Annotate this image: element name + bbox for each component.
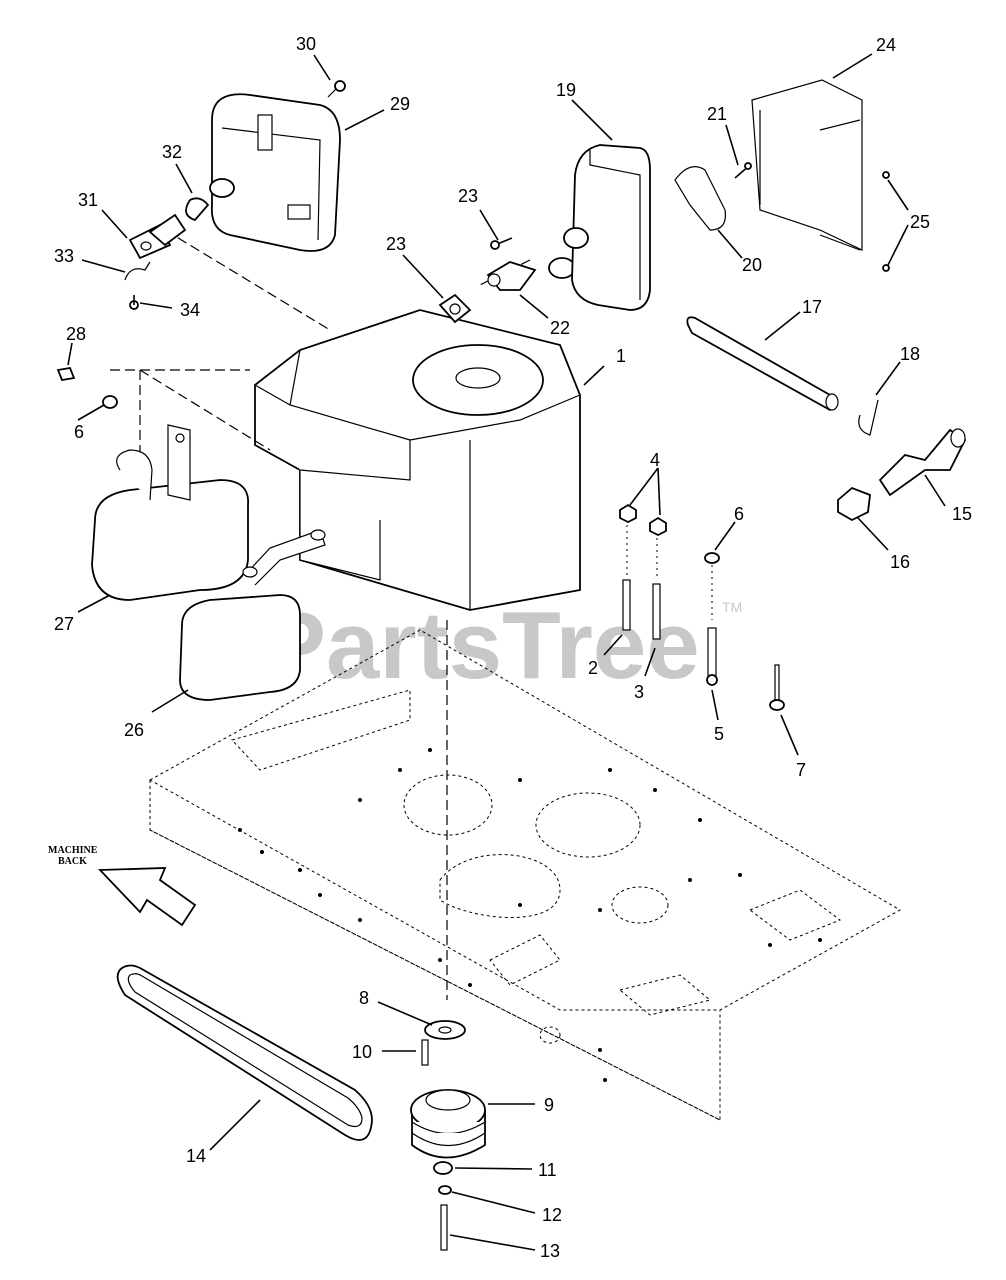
exhaust-flange-32 (128, 213, 187, 260)
watermark-tm: TM (722, 599, 742, 615)
callout-24: 23 (386, 234, 406, 254)
machine-back-arrow: MACHINE BACK (48, 845, 197, 927)
callout-1: 1 (616, 346, 626, 366)
stud-2 (622, 579, 631, 631)
callout-27: 26 (124, 720, 144, 740)
callout-5: 5 (714, 724, 724, 744)
callout-33: 32 (162, 142, 182, 162)
gasket-24 (438, 293, 472, 324)
callout-10: 10 (352, 1042, 372, 1062)
pulley-9 (410, 1089, 486, 1159)
callout-labels: 1 2 3 4 5 6 6 7 8 9 10 11 12 13 14 15 16… (54, 34, 972, 1261)
muffler-27 (179, 529, 326, 701)
callout-17: 17 (802, 297, 822, 317)
washer-12 (438, 1185, 452, 1195)
callout-2: 2 (588, 658, 598, 678)
machine-back-label-line1: MACHINE (48, 845, 98, 856)
machine-back-label-line2: BACK (58, 856, 87, 867)
stud-3 (652, 583, 661, 640)
callout-6-left: 6 (74, 422, 84, 442)
callout-6-right: 6 (734, 504, 744, 524)
screws-26 (882, 171, 890, 272)
callout-14: 14 (186, 1146, 206, 1166)
callout-28: 27 (54, 614, 74, 634)
callout-11: 11 (538, 1160, 557, 1180)
callout-23: 23 (458, 186, 478, 206)
fitting-15 (878, 428, 967, 497)
callout-13: 13 (540, 1241, 560, 1261)
muffler-28 (91, 424, 249, 601)
callout-30: 29 (390, 94, 410, 114)
screw-21 (734, 162, 752, 179)
bolt-13 (440, 1204, 448, 1251)
gasket-20 (674, 166, 727, 231)
leader-lines (67, 53, 946, 1251)
bolt-29 (56, 366, 76, 382)
washer-11 (433, 1161, 453, 1175)
callout-26: 25 (910, 212, 930, 232)
nuts-4 (619, 503, 667, 537)
callout-22: 22 (550, 318, 570, 338)
callout-3: 3 (634, 682, 644, 702)
engine (254, 257, 581, 611)
screw-7 (769, 664, 785, 711)
washer-6-right (704, 552, 720, 564)
key-10 (421, 1039, 429, 1066)
clamp-33 (185, 197, 210, 222)
exhaust-flange-22 (486, 261, 537, 291)
callout-16: 16 (890, 552, 910, 572)
clamp-18 (858, 399, 879, 436)
washer-8 (424, 1020, 466, 1040)
screw-35 (129, 295, 139, 310)
callout-12: 12 (542, 1205, 562, 1225)
tube-17 (686, 316, 839, 412)
screw-23 (490, 237, 513, 250)
bracket-25 (751, 79, 863, 251)
callout-9: 9 (544, 1095, 554, 1115)
callout-35: 34 (180, 300, 200, 320)
bolt-5 (706, 627, 718, 686)
callout-8: 8 (359, 988, 369, 1008)
callout-32: 31 (78, 190, 98, 210)
washer-6-left (102, 395, 118, 409)
muffler-19 (563, 144, 651, 311)
connector-line (139, 369, 271, 451)
connector-line (164, 229, 331, 331)
callout-20: 20 (742, 255, 762, 275)
callout-31: 30 (296, 34, 316, 54)
watermark: PartsTree TM (262, 592, 742, 699)
bracket-34 (124, 261, 151, 281)
muffler-30 (209, 93, 341, 252)
belt-14 (116, 964, 373, 1141)
callout-19: 19 (556, 80, 576, 100)
callout-15: 15 (952, 504, 972, 524)
callout-29: 28 (66, 324, 86, 344)
callout-18: 18 (900, 344, 920, 364)
callout-25: 24 (876, 35, 896, 55)
callout-21: 21 (707, 104, 727, 124)
callout-7: 7 (796, 760, 806, 780)
chassis-deck (148, 629, 902, 1121)
screw-31 (327, 80, 346, 98)
nut-16 (837, 486, 871, 522)
callout-34: 33 (54, 246, 74, 266)
callout-4: 4 (650, 450, 660, 470)
